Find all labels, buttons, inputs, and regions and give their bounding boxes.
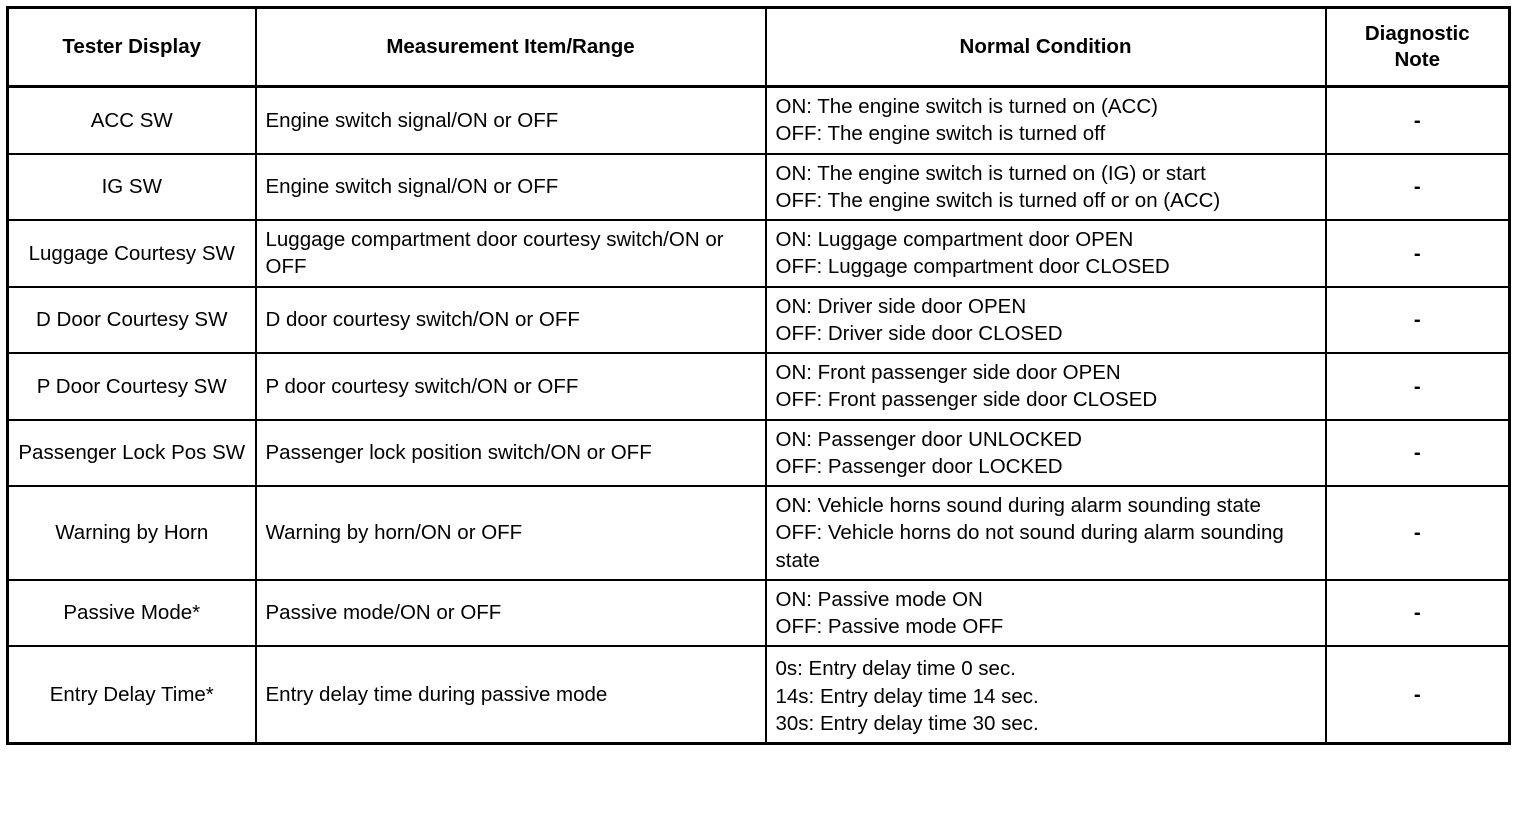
condition-line: OFF: The engine switch is turned off (775, 122, 1106, 146)
cell-normal-condition: ON: The engine switch is turned on (IG) … (764, 152, 1327, 221)
cell-measurement-item-range: Warning by horn/ON or OFF (254, 485, 767, 581)
cell-normal-condition: ON: Driver side door OPEN OFF: Driver sid… (764, 285, 1327, 354)
cell-diagnostic-note: - (1324, 152, 1511, 221)
cell-tester-display: Entry Delay Time* (6, 645, 257, 745)
cell-measurement-item-range: Entry delay time during passive mode (254, 645, 767, 745)
condition-line: ON: The engine switch is turned on (ACC) (775, 95, 1158, 118)
cell-normal-condition: ON: Luggage compartment door OPEN OFF: Lu… (764, 219, 1327, 288)
table-row: Entry Delay Time*Entry delay time during… (6, 645, 1511, 745)
cell-measurement-item-range: Passenger lock position switch/ON or OFF (254, 418, 767, 487)
condition-line: 0s: Entry delay time 0 sec. (775, 657, 1016, 681)
condition-line: ON: Vehicle horns sound during alarm sou… (775, 494, 1261, 517)
tester-display-spec-table: Tester Display Measurement Item/Range No… (6, 6, 1511, 745)
cell-diagnostic-note: - (1324, 485, 1511, 581)
cell-tester-display: Luggage Courtesy SW (6, 219, 257, 288)
cell-normal-condition: ON: Vehicle horns sound during alarm sou… (764, 485, 1327, 581)
condition-line: OFF: Passive mode OFF (775, 615, 1004, 638)
condition-line: ON: The engine switch is turned on (IG) … (775, 161, 1206, 185)
cell-diagnostic-note: - (1324, 645, 1511, 745)
cell-diagnostic-note: - (1324, 85, 1511, 155)
cell-tester-display: Passive Mode* (6, 578, 257, 648)
cell-normal-condition: 0s: Entry delay time 0 sec. 14s: Entry de… (764, 645, 1327, 745)
cell-tester-display: ACC SW (6, 85, 257, 155)
condition-line: OFF: Passenger door LOCKED (775, 454, 1063, 478)
cell-diagnostic-note: - (1324, 352, 1511, 421)
cell-tester-display: Passenger Lock Pos SW (6, 418, 257, 487)
table-header: Tester Display Measurement Item/Range No… (6, 6, 1511, 88)
condition-line: ON: Front passenger side door OPEN (775, 361, 1121, 384)
cell-measurement-item-range: Luggage compartment door courtesy switch… (254, 219, 767, 288)
condition-line: ON: Luggage compartment door OPEN (775, 228, 1134, 251)
cell-normal-condition: ON: Front passenger side door OPEN OFF: F… (764, 352, 1327, 421)
condition-line: ON: Driver side door OPEN (775, 294, 1027, 318)
condition-line: 30s: Entry delay time 30 sec. (775, 711, 1039, 735)
spec-table-container: Tester Display Measurement Item/Range No… (6, 6, 1511, 824)
cell-tester-display: IG SW (6, 152, 257, 221)
cell-tester-display: D Door Courtesy SW (6, 285, 257, 354)
condition-line: 14s: Entry delay time 14 sec. (775, 684, 1039, 708)
condition-line: ON: Passenger door UNLOCKED (775, 427, 1082, 451)
cell-diagnostic-note: - (1324, 219, 1511, 288)
condition-line: OFF: Driver side door CLOSED (775, 321, 1063, 345)
condition-line: OFF: Vehicle horns do not sound during a… (775, 521, 1284, 572)
diagnostic-note-line2: Note (1394, 48, 1441, 71)
cell-diagnostic-note: - (1324, 285, 1511, 354)
cell-measurement-item-range: Passive mode/ON or OFF (254, 578, 767, 648)
cell-tester-display: Warning by Horn (6, 485, 257, 581)
condition-line: OFF: Luggage compartment door CLOSED (775, 255, 1170, 279)
cell-normal-condition: ON: Passive mode ON OFF: Passive mode OFF (764, 578, 1327, 648)
cell-tester-display: P Door Courtesy SW (6, 352, 257, 421)
cell-measurement-item-range: Engine switch signal/ON or OFF (254, 85, 767, 155)
condition-line: OFF: Front passenger side door CLOSED (775, 388, 1158, 412)
cell-diagnostic-note: - (1324, 418, 1511, 487)
cell-normal-condition: ON: The engine switch is turned on (ACC)… (764, 85, 1327, 155)
cell-measurement-item-range: D door courtesy switch/ON or OFF (254, 285, 767, 354)
column-header-tester-display: Tester Display (6, 6, 257, 88)
header-row: Tester Display Measurement Item/Range No… (6, 6, 1511, 88)
cell-measurement-item-range: P door courtesy switch/ON or OFF (254, 352, 767, 421)
condition-line: ON: Passive mode ON (775, 587, 983, 611)
column-header-measurement-item-range: Measurement Item/Range (254, 6, 767, 88)
column-header-diagnostic-note: Diagnostic Note (1324, 6, 1511, 88)
cell-normal-condition: ON: Passenger door UNLOCKED OFF: Passenge… (764, 418, 1327, 487)
diagnostic-note-line1: Diagnostic (1364, 21, 1470, 45)
cell-diagnostic-note: - (1324, 578, 1511, 648)
column-header-normal-condition: Normal Condition (764, 6, 1327, 88)
condition-line: OFF: The engine switch is turned off or … (775, 188, 1221, 212)
cell-measurement-item-range: Engine switch signal/ON or OFF (254, 152, 767, 221)
